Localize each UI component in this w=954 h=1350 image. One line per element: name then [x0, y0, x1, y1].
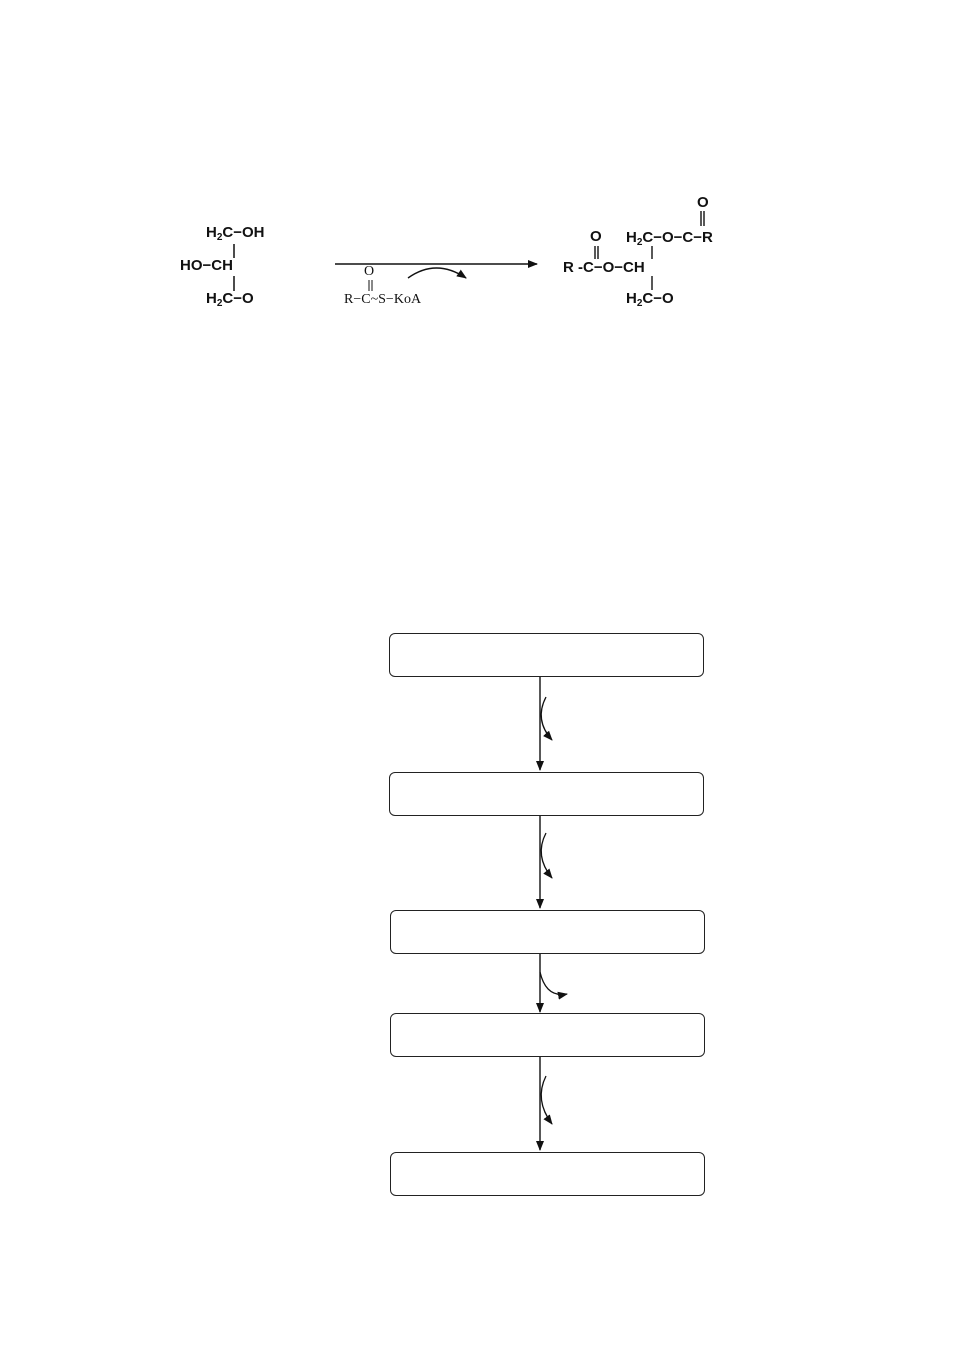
flow-box-4 — [390, 1013, 705, 1057]
side-arrow-1 — [540, 696, 553, 741]
side-arrow-4 — [540, 1075, 553, 1125]
flow-box-3 — [390, 910, 705, 954]
reagent-formula: R−C~S−KoA — [344, 292, 422, 307]
product-row-3: H2C−O — [626, 290, 674, 309]
side-arrow-2 — [540, 832, 553, 879]
side-arrow-3 — [539, 971, 568, 1000]
product-molecule: O O H2C−O−C−R R -C−O−CH H2C−O — [560, 192, 770, 314]
product-left-oxygen: O — [590, 228, 602, 245]
substrate-row-2: HO−CH — [180, 257, 233, 274]
flow-box-5 — [390, 1152, 705, 1196]
flow-box-1 — [389, 633, 704, 677]
product-row-2: R -C−O−CH — [563, 259, 645, 276]
coa-release-arrow — [407, 267, 467, 279]
flow-box-2 — [389, 772, 704, 816]
substrate-row-1: H2C−OH — [206, 224, 265, 243]
product-top-oxygen: O — [697, 194, 709, 211]
reagent-oxygen: O — [364, 264, 375, 279]
substrate-molecule: H2C−OH HO−CH H2C−O — [176, 222, 286, 314]
reagent-acyl-coa: O R−C~S−KoA — [342, 262, 452, 312]
substrate-row-3: H2C−O — [206, 290, 254, 309]
product-row-1: H2C−O−C−R — [626, 229, 713, 248]
